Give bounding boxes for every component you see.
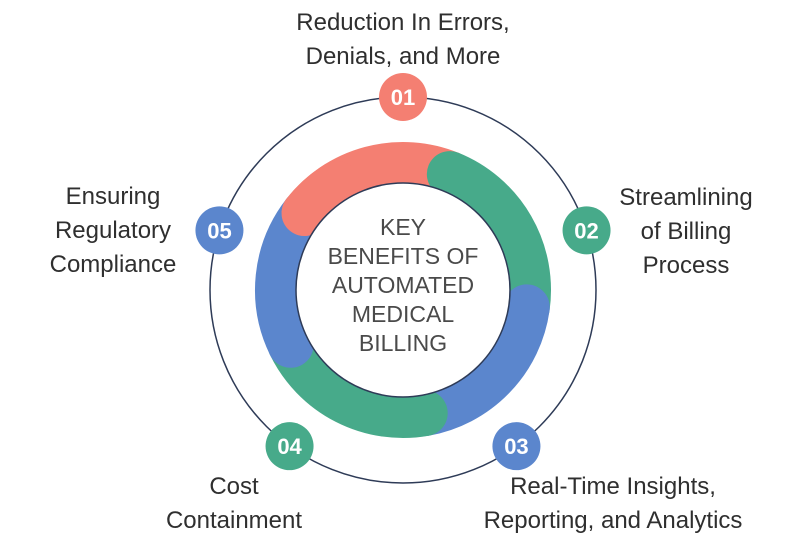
benefit-label-line: Ensuring xyxy=(65,183,161,210)
center-title-line: BENEFITS OF xyxy=(327,243,479,269)
number-badge-circle xyxy=(195,206,244,255)
number-badge-01: 01 xyxy=(379,73,427,121)
number-badge-text: 01 xyxy=(391,85,415,110)
number-badge-circle xyxy=(379,73,427,121)
center-title-line: MEDICAL xyxy=(351,301,455,327)
benefit-label-line: Containment xyxy=(165,507,303,534)
center-title: KEY BENEFITS OF AUTOMATED MEDICAL BILLIN… xyxy=(305,213,501,358)
benefit-label-line: Reduction In Errors, xyxy=(296,9,510,36)
benefit-label-05: Ensuring Regulatory Compliance xyxy=(28,180,198,282)
benefit-label-02: Streamlining of Billing Process xyxy=(596,181,776,283)
number-badge-circle xyxy=(562,206,611,255)
benefit-label-line: Regulatory xyxy=(54,217,172,244)
benefit-label-line: Real-Time Insights, xyxy=(510,473,716,500)
benefit-label-line: Streamlining xyxy=(619,184,753,211)
number-badge-text: 04 xyxy=(277,434,302,459)
inner-disc-outline xyxy=(295,182,511,398)
number-badge-03: 03 xyxy=(492,422,541,471)
number-badge-text: 02 xyxy=(574,218,598,243)
ring-segment-01-cap xyxy=(281,160,360,237)
benefit-label-03: Real-Time Insights, Reporting, and Analy… xyxy=(430,470,796,538)
number-badge-05: 05 xyxy=(195,206,244,255)
number-badge-circle xyxy=(265,422,314,471)
center-title-line: AUTOMATED xyxy=(331,272,475,298)
benefit-label-line: Reporting, and Analytics xyxy=(483,507,743,534)
benefit-label-line: Denials, and More xyxy=(305,43,501,70)
center-title-line: KEY xyxy=(379,214,427,240)
benefit-label-line: Compliance xyxy=(49,251,177,278)
inner-disc xyxy=(296,183,510,397)
benefit-label-line: of Billing xyxy=(640,218,732,245)
benefit-label-line: Cost xyxy=(209,473,259,500)
ring-segments xyxy=(255,142,551,438)
center-title-line: BILLING xyxy=(358,330,448,356)
number-badge-02: 02 xyxy=(562,206,611,255)
number-badge-04: 04 xyxy=(265,422,314,471)
number-badges: 01 02 03 04 05 xyxy=(195,73,611,471)
benefit-label-04: Cost Containment xyxy=(136,470,332,538)
benefit-label-01: Reduction In Errors, Denials, and More xyxy=(250,6,556,74)
number-badge-text: 05 xyxy=(207,218,231,243)
number-badge-text: 03 xyxy=(504,434,528,459)
number-badge-circle xyxy=(492,422,541,471)
benefit-label-line: Process xyxy=(642,252,730,279)
